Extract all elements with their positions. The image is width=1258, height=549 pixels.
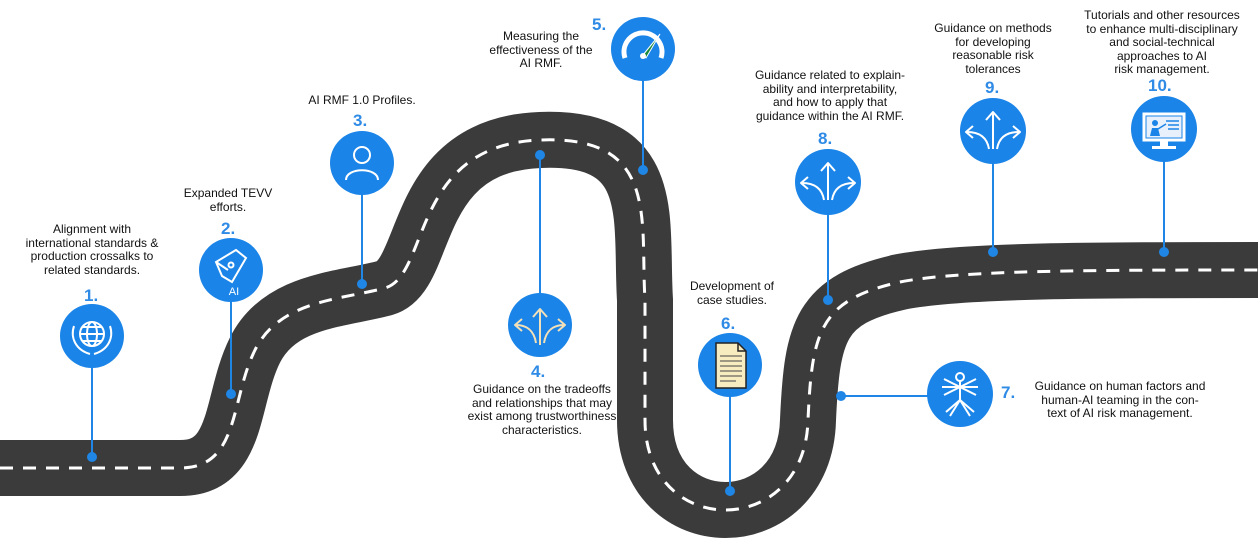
three-way-arrows-icon bbox=[514, 308, 566, 345]
speedometer-icon bbox=[621, 30, 665, 59]
split-arrows-icon bbox=[965, 111, 1021, 150]
pin-dot bbox=[1159, 247, 1169, 257]
pin-dot bbox=[638, 165, 648, 175]
presentation-screen-icon bbox=[1142, 112, 1186, 149]
milestone-1 bbox=[60, 304, 124, 462]
milestone-8 bbox=[795, 149, 861, 305]
pin-dot bbox=[988, 247, 998, 257]
milestone-6 bbox=[698, 333, 762, 496]
milestone-9-text: Guidance on methods for developing reaso… bbox=[934, 21, 1052, 76]
milestone-1-number: 1. bbox=[84, 286, 99, 305]
milestone-1-text: Alignment with international standards &… bbox=[25, 222, 159, 277]
milestone-8-number: 8. bbox=[818, 129, 833, 148]
user-profile-icon bbox=[345, 146, 379, 181]
milestone-3-number: 3. bbox=[353, 111, 368, 130]
milestone-6-text: Development of case studies. bbox=[689, 279, 775, 307]
milestone-2: AI bbox=[199, 238, 263, 399]
milestone-7-text: Guidance on human factors and human-AI t… bbox=[1034, 379, 1206, 420]
milestone-4 bbox=[508, 150, 572, 357]
milestone-8-text: Guidance related to explain- ability and… bbox=[754, 68, 906, 123]
globe-laurel-icon bbox=[71, 321, 113, 355]
milestone-10 bbox=[1131, 96, 1197, 257]
pin-dot bbox=[226, 389, 236, 399]
milestone-circle bbox=[60, 304, 124, 368]
milestone-circle bbox=[611, 17, 675, 81]
pin-dot bbox=[823, 295, 833, 305]
milestone-5 bbox=[611, 17, 675, 175]
milestone-4-text: Guidance on the tradeoffs and relationsh… bbox=[467, 382, 617, 437]
milestone-9-number: 9. bbox=[985, 78, 1000, 97]
milestone-2-number: 2. bbox=[221, 219, 236, 238]
pin-dot bbox=[725, 486, 735, 496]
pin-dot bbox=[87, 452, 97, 462]
milestone-7-number: 7. bbox=[1001, 383, 1016, 402]
milestone-circle bbox=[199, 238, 263, 302]
pin-dot bbox=[357, 279, 367, 289]
milestone-2-text: Expanded TEVV efforts. bbox=[183, 186, 273, 214]
pin-dot bbox=[836, 391, 846, 401]
split-arrows-icon bbox=[800, 162, 856, 201]
milestone-6-number: 6. bbox=[721, 314, 736, 333]
milestone-5-text: Measuring the effectiveness of the AI RM… bbox=[489, 29, 593, 70]
document-icon bbox=[715, 342, 747, 389]
milestone-7 bbox=[836, 361, 993, 427]
milestone-3 bbox=[330, 131, 394, 289]
milestone-9 bbox=[960, 98, 1026, 257]
pin-dot bbox=[535, 150, 545, 160]
vitruvian-man-icon bbox=[942, 372, 978, 417]
road-center-line bbox=[0, 138, 1258, 512]
ai-icon-text: AI bbox=[229, 286, 239, 298]
milestone-4-number: 4. bbox=[531, 362, 546, 381]
milestone-10-text: Tutorials and other resources to enhance… bbox=[1084, 8, 1240, 76]
pen-nib-ai-icon bbox=[214, 248, 248, 284]
milestone-5-number: 5. bbox=[592, 15, 607, 34]
milestone-10-number: 10. bbox=[1148, 76, 1172, 95]
milestone-3-text: AI RMF 1.0 Profiles. bbox=[308, 93, 416, 107]
